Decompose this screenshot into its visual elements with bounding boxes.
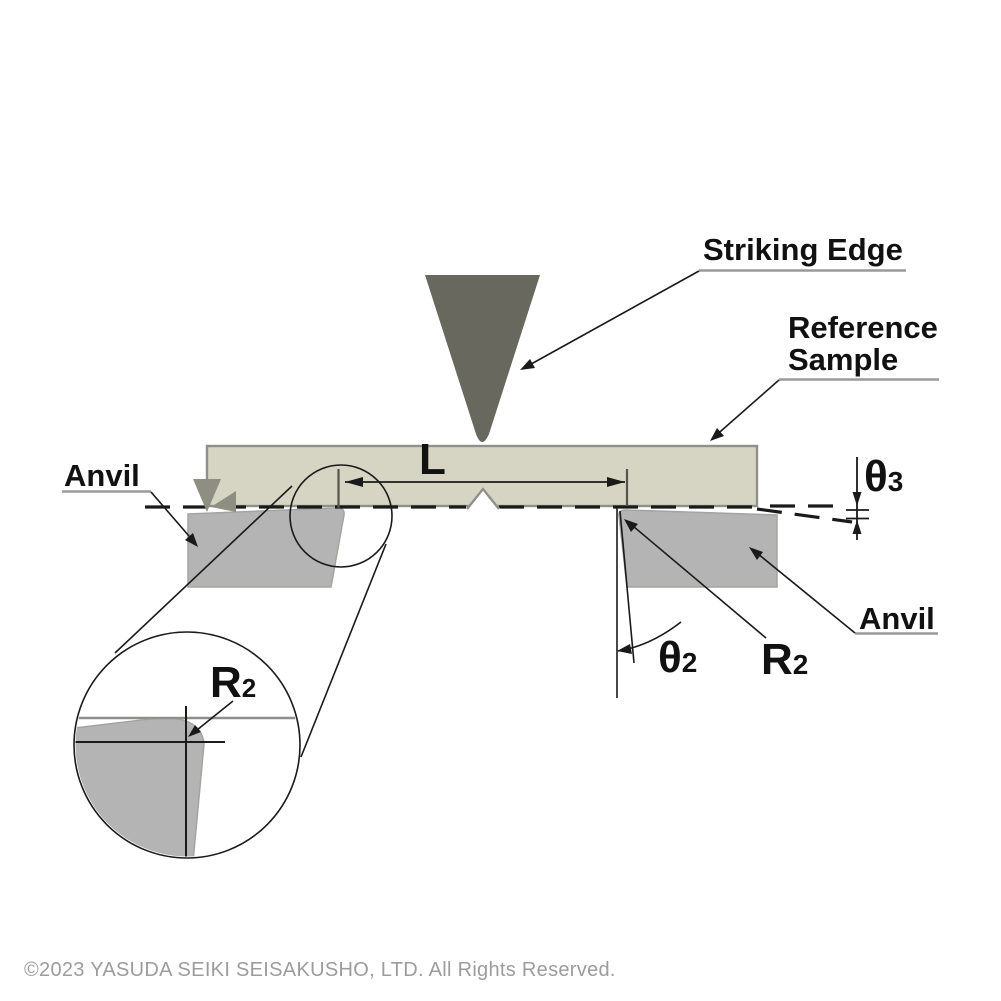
striking-edge-arrow-icon [520, 359, 535, 370]
dashed-line-tilted-right [756, 507, 853, 524]
dashed-contact-lines [145, 504, 853, 524]
theta2-arc-arrow-icon [617, 644, 632, 654]
theta3-arrow-down-icon [852, 492, 862, 506]
length-dimension: L [337, 435, 629, 508]
reference-sample-label-line1: Reference [788, 310, 938, 345]
r2-detail-leader-line [191, 700, 234, 735]
anvil-right-leader-line [751, 548, 856, 634]
anvil-right-arrow-icon [749, 547, 763, 560]
contact-arrow-left [211, 491, 236, 512]
reference-sample-arrow-icon [710, 428, 724, 441]
anvil-left-leader-line [150, 491, 196, 544]
reference-sample-leader-line [712, 379, 780, 439]
notch-outline [466, 487, 500, 510]
theta2-subscript: 2 [682, 647, 698, 678]
r2-leader-arrow-icon [624, 519, 638, 532]
length-arrow-right-icon [607, 477, 625, 487]
r2-detail-symbol: R [210, 658, 242, 707]
left-anvil-shape [187, 507, 345, 588]
striking-edge-callout: Striking Edge [520, 232, 906, 370]
notch-fill [465, 487, 501, 510]
anvil-left-arrow-icon [185, 533, 198, 547]
anvil-right-callout: Anvil [749, 547, 938, 636]
theta3-dimension: θ3 [846, 452, 903, 540]
r2-detail-subscript: 2 [242, 673, 256, 703]
theta2-angle: θ2 [616, 507, 697, 698]
theta2-face-extension-line [619, 510, 635, 664]
theta3-arrow-up-icon [852, 520, 862, 534]
anvil-right-label: Anvil [859, 601, 935, 636]
copyright-text: ©2023 YASUDA SEIKI SEISAKUSHO, LTD. All … [24, 959, 616, 981]
anvil-left-label: Anvil [64, 458, 140, 493]
theta3-subscript: 3 [888, 466, 904, 497]
theta2-symbol: θ [658, 633, 682, 682]
anvil-left-callout: Anvil [62, 458, 198, 547]
r2-detail-arrow-icon [188, 725, 201, 737]
r2-symbol: R [761, 635, 793, 684]
r2-callout: R2 [624, 519, 808, 684]
length-arrow-left-icon [345, 477, 363, 487]
length-label: L [419, 435, 446, 484]
lens-tangent-line-right [300, 543, 387, 758]
theta3-label: θ3 [864, 452, 903, 501]
r2-subscript: 2 [793, 649, 809, 680]
theta3-symbol: θ [864, 452, 888, 501]
detail-source-circle [289, 464, 393, 568]
reference-sample-callout: Reference Sample [710, 310, 939, 441]
reference-sample-label-line2: Sample [788, 342, 898, 377]
lens-tangent-line-left [114, 485, 293, 654]
r2-label: R2 [761, 635, 808, 684]
contact-arrow-down [193, 479, 221, 512]
right-anvil-shape [618, 509, 778, 588]
r2-detail-label: R2 [210, 658, 256, 707]
striking-edge-label: Striking Edge [703, 232, 903, 267]
striking-edge-shape [425, 275, 540, 442]
contact-arrow-icon [193, 479, 236, 512]
r2-leader-line [626, 520, 767, 639]
notch [465, 487, 501, 510]
striking-edge-leader-line [523, 270, 700, 369]
theta2-label: θ2 [658, 633, 697, 682]
